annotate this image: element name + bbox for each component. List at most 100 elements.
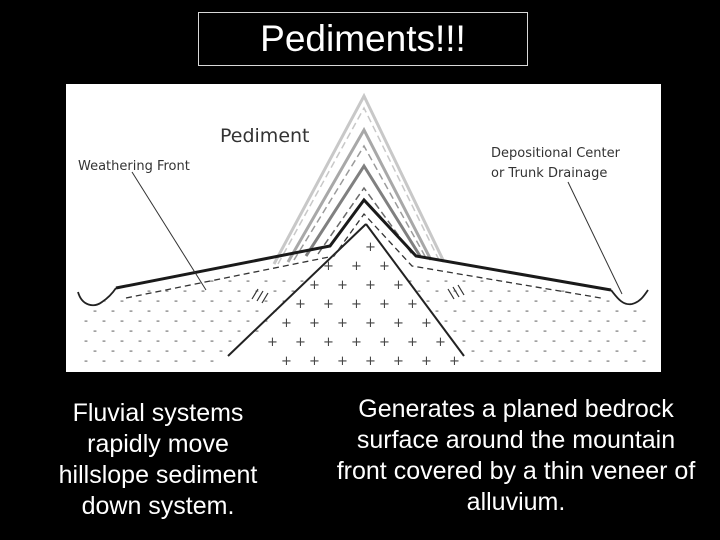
alluvium-dash: - [570,294,574,307]
bedrock-plus: + [295,297,306,312]
label-depositional-center-line1: Depositional Center [491,146,621,161]
alluvium-dash: - [498,354,502,367]
alluvium-dash: - [507,344,511,357]
bedrock-plus: + [379,259,390,274]
alluvium-dash: - [102,334,106,347]
bedrock-plus: + [407,297,418,312]
profile-stage-1-dashed [277,106,441,265]
alluvium-dash: - [111,344,115,357]
bedrock-plus: + [351,297,362,312]
slip-marks-right [447,284,465,300]
label-weathering-front: Weathering Front [78,159,190,174]
alluvium-dash: - [111,324,115,337]
alluvium-dash: - [516,334,520,347]
alluvium-dash: - [165,304,169,317]
alluvium-dash: - [300,274,304,287]
alluvium-dash: - [606,314,610,327]
alluvium-dash: - [462,294,466,307]
alluvium-dash: - [165,324,169,337]
bedrock-plus: + [309,316,320,331]
alluvium-dash: - [228,274,232,287]
alluvium-dash: - [570,334,574,347]
alluvium-dash: - [480,294,484,307]
alluvium-dash: - [219,284,223,297]
pediment-diagram-svg: ----------------------------------------… [77,92,649,369]
bedrock-plus: + [393,278,404,293]
alluvium-dash: - [93,324,97,337]
alluvium-dash: - [462,334,466,347]
alluvium-dash: - [588,314,592,327]
alluvium-dash: - [444,274,448,287]
alluvium-dash: - [579,324,583,337]
alluvium-dash: - [498,294,502,307]
alluvium-dash: - [552,314,556,327]
alluvium-dash: - [237,324,241,337]
alluvium-dash: - [174,314,178,327]
pediment-surface-dashed [125,212,602,299]
alluvium-dash: - [471,344,475,357]
alluvium-dash: - [264,294,268,307]
alluvium-dash: - [615,344,619,357]
alluvium-dash: - [498,334,502,347]
alluvium-dash: - [552,334,556,347]
bedrock-plus: + [449,354,460,369]
channel-right [610,289,649,306]
alluvium-dash: - [516,354,520,367]
alluvium-dash: - [633,344,637,357]
alluvium-dash: - [633,324,637,337]
alluvium-dash: - [201,284,205,297]
bedrock-plus: + [365,316,376,331]
caption-left: Fluvial systems rapidly move hillslope s… [58,399,258,520]
alluvium-dash: - [228,334,232,347]
alluvium-dash: - [210,334,214,347]
alluvium-dash: - [642,354,646,367]
alluvium-dash: - [201,344,205,357]
alluvium-dash: - [534,354,538,367]
alluvium-dash: - [201,304,205,317]
bedrock-plus: + [393,316,404,331]
alluvium-dash: - [471,304,475,317]
bedrock-plus: + [365,354,376,369]
alluvium-dash: - [84,354,88,367]
alluvium-dash: - [174,334,178,347]
alluvium-dash: - [588,294,592,307]
alluvium-dash: - [138,354,142,367]
bedrock-texture: +++++++++++++++++++++++++++++++++ [267,240,460,369]
profile-stage-1 [272,92,446,265]
bedrock-plus: + [281,316,292,331]
alluvium-dash: - [129,344,133,357]
alluvium-dash: - [516,294,520,307]
alluvium-dash: - [525,284,529,297]
alluvium-dash: - [534,314,538,327]
bedrock-plus: + [365,240,376,255]
alluvium-dash: - [624,334,628,347]
alluvium-dash: - [453,304,457,317]
alluvium-dash: - [597,304,601,317]
alluvium-dash: - [471,284,475,297]
alluvium-dash: - [408,274,412,287]
alluvium-dash: - [129,304,133,317]
alluvium-dash: - [480,334,484,347]
alluvium-dash: - [282,294,286,307]
alluvium-dash: - [489,284,493,297]
slide-title: Pediments!!! [198,12,528,66]
alluvium-dash: - [615,324,619,337]
bedrock-plus: + [337,278,348,293]
alluvium-dash: - [228,314,232,327]
alluvium-dash: - [147,304,151,317]
alluvium-dash: - [174,354,178,367]
profile-stage-3-dashed [317,186,413,255]
alluvium-dash: - [255,304,259,317]
alluvium-dash: - [273,284,277,297]
pediment-surface [115,197,612,292]
alluvium-dash: - [543,304,547,317]
profile-stage-2 [286,126,433,263]
alluvium-dash: - [426,294,430,307]
alluvium-dash: - [426,274,430,287]
alluvium-dash: - [219,344,223,357]
alluvium-dash: - [489,324,493,337]
channel-left [77,287,117,307]
alluvium-dash: - [255,324,259,337]
alluvium-dash: - [606,294,610,307]
bedrock-plus: + [309,354,320,369]
